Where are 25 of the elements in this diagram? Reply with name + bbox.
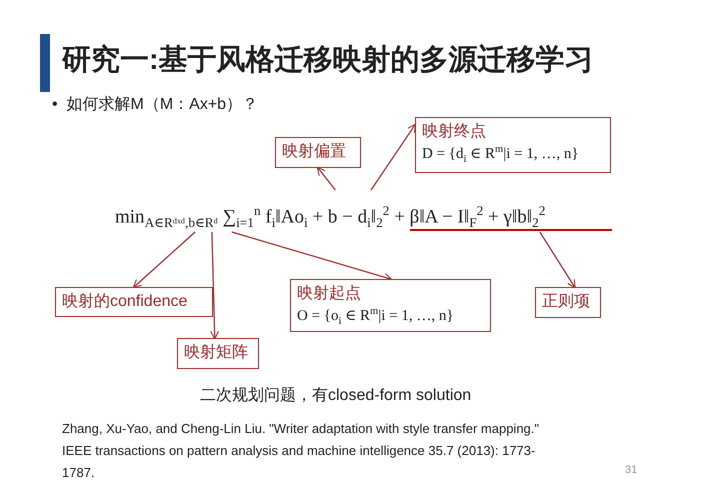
annotation-box [275, 137, 361, 168]
box-heading: 映射的confidence [62, 292, 188, 312]
arrow [316, 166, 336, 190]
arrow [132, 232, 196, 288]
arrow [232, 231, 392, 282]
arrow [210, 232, 220, 340]
annotation-box [177, 338, 259, 369]
box-heading: 映射矩阵 [184, 342, 249, 363]
reference-text: Zhang, Xu-Yao, and Cheng-Lin Liu. "Writer adaptation with style transfer mapping." IEEE transactions on pattern analysis and machine intelligence 35.7 (2013): 1773-1787. [62, 420, 540, 482]
arrow [370, 124, 416, 190]
box-heading: 映射起点 [297, 284, 362, 304]
annotation-box [535, 287, 601, 318]
box-heading: 正则项 [542, 292, 591, 312]
slide-title: 研究一:基于风格迁移映射的多源迁移学习 [62, 42, 594, 78]
annotation-box [290, 279, 491, 332]
note-text: 二次规划问题，有closed-form solution [200, 386, 472, 406]
math-expression: D = {d$_{i}$ ∈ R$^{m}$|i = 1, …, n} [422, 144, 580, 165]
annotation-box [415, 117, 611, 173]
box-heading: 映射偏置 [282, 142, 347, 162]
box-heading: 映射终点 [422, 122, 487, 142]
math-expression: O = {o$_{i}$ ∈ R$^{m}$|i = 1, …, n} [297, 306, 455, 327]
page-number: 31 [625, 464, 638, 476]
annotation-box [55, 287, 213, 317]
arrow [539, 232, 576, 288]
question-text: • 如何求解M（M：Ax+b）？ [52, 94, 258, 115]
